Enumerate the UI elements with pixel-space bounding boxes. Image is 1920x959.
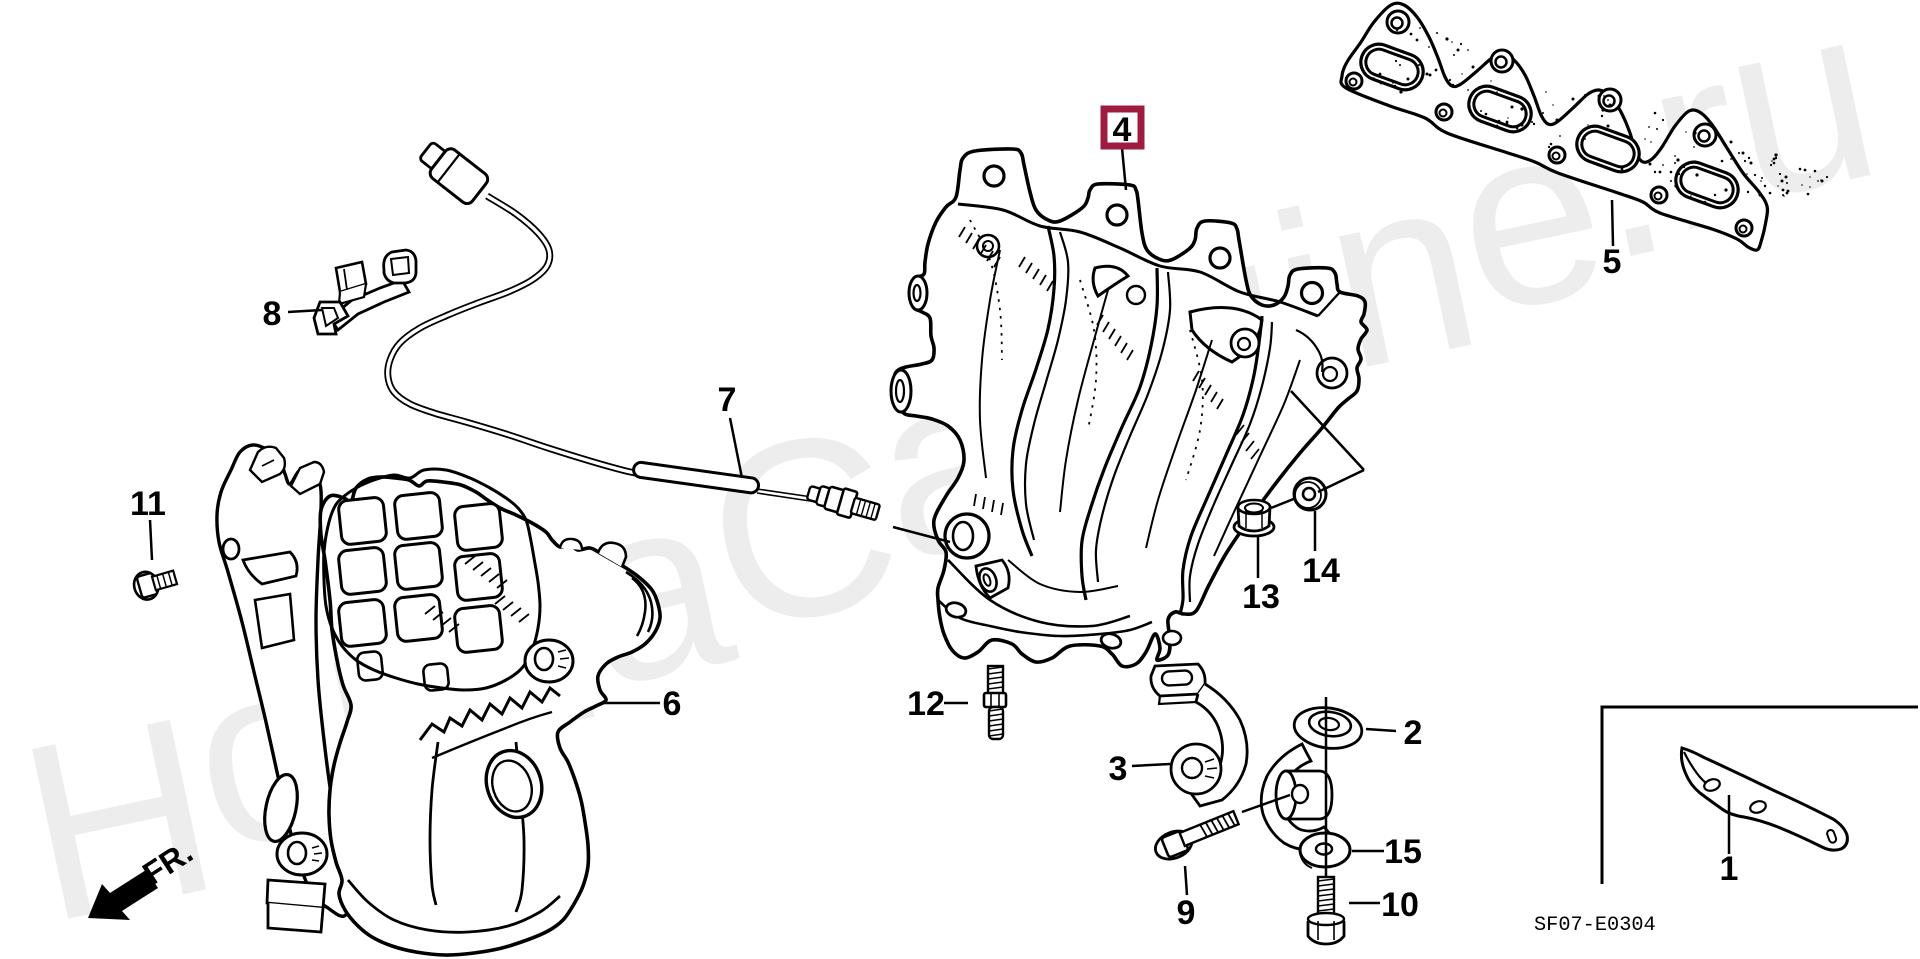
svg-text:8: 8 — [263, 295, 282, 333]
svg-text:2: 2 — [1404, 714, 1423, 752]
svg-text:12: 12 — [907, 685, 945, 723]
svg-text:11: 11 — [130, 485, 166, 523]
svg-text:SF07-E0304: SF07-E0304 — [1534, 914, 1656, 937]
svg-text:9: 9 — [1177, 894, 1196, 932]
svg-text:10: 10 — [1381, 886, 1419, 924]
svg-text:4: 4 — [1113, 111, 1132, 149]
svg-text:7: 7 — [718, 381, 737, 419]
svg-text:15: 15 — [1384, 833, 1422, 871]
svg-text:1: 1 — [1720, 850, 1739, 888]
svg-text:3: 3 — [1109, 750, 1128, 788]
svg-text:6: 6 — [663, 685, 682, 723]
svg-text:14: 14 — [1302, 552, 1340, 590]
svg-text:13: 13 — [1242, 578, 1280, 616]
svg-text:5: 5 — [1603, 243, 1622, 281]
